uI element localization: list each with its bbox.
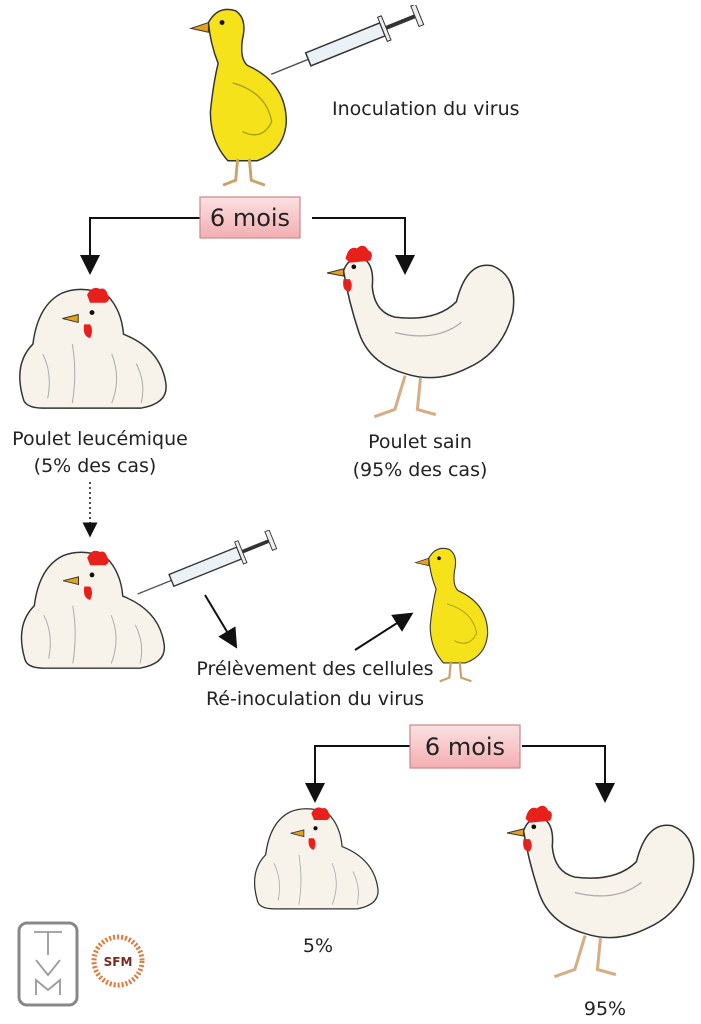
delay-connector-1	[80, 217, 415, 275]
inoculation-label: Inoculation du virus	[332, 98, 520, 120]
leukemic-pct: (5% des cas)	[34, 455, 157, 477]
sfm-logo: SFM	[91, 934, 145, 988]
leukemic-label: Poulet leucémique	[12, 428, 188, 450]
tvm-logo	[17, 921, 79, 1007]
reinoculation-label: Ré-inoculation du virus	[206, 688, 424, 710]
healthy-pct: (95% des cas)	[353, 459, 488, 481]
delay-box-1	[199, 196, 301, 239]
arrow-sampling	[204, 594, 238, 649]
delay-connector-2	[305, 745, 615, 803]
delay-box-2	[409, 724, 521, 769]
chick-illustration	[189, 7, 288, 187]
healthy-hen-illustration	[325, 244, 516, 419]
arrow-reinoculation	[354, 612, 414, 651]
delay-label-2: 6 mois	[425, 733, 505, 761]
healthy-hen-illustration-2	[505, 804, 696, 979]
leukemic-hen-illustration-2	[20, 549, 166, 669]
leukemic-hen-illustration-3	[253, 806, 379, 910]
healthy-label: Poulet sain	[368, 431, 472, 453]
result-leukemic-pct: 5%	[303, 935, 333, 957]
syringe-icon	[266, 2, 424, 86]
leukemic-hen-illustration	[19, 287, 167, 409]
svg-text:SFM: SFM	[104, 955, 133, 969]
result-healthy-pct: 95%	[584, 998, 626, 1020]
delay-label-1: 6 mois	[210, 204, 290, 232]
syringe-icon-2	[132, 530, 280, 600]
sampling-label: Prélèvement des cellules	[196, 658, 433, 680]
